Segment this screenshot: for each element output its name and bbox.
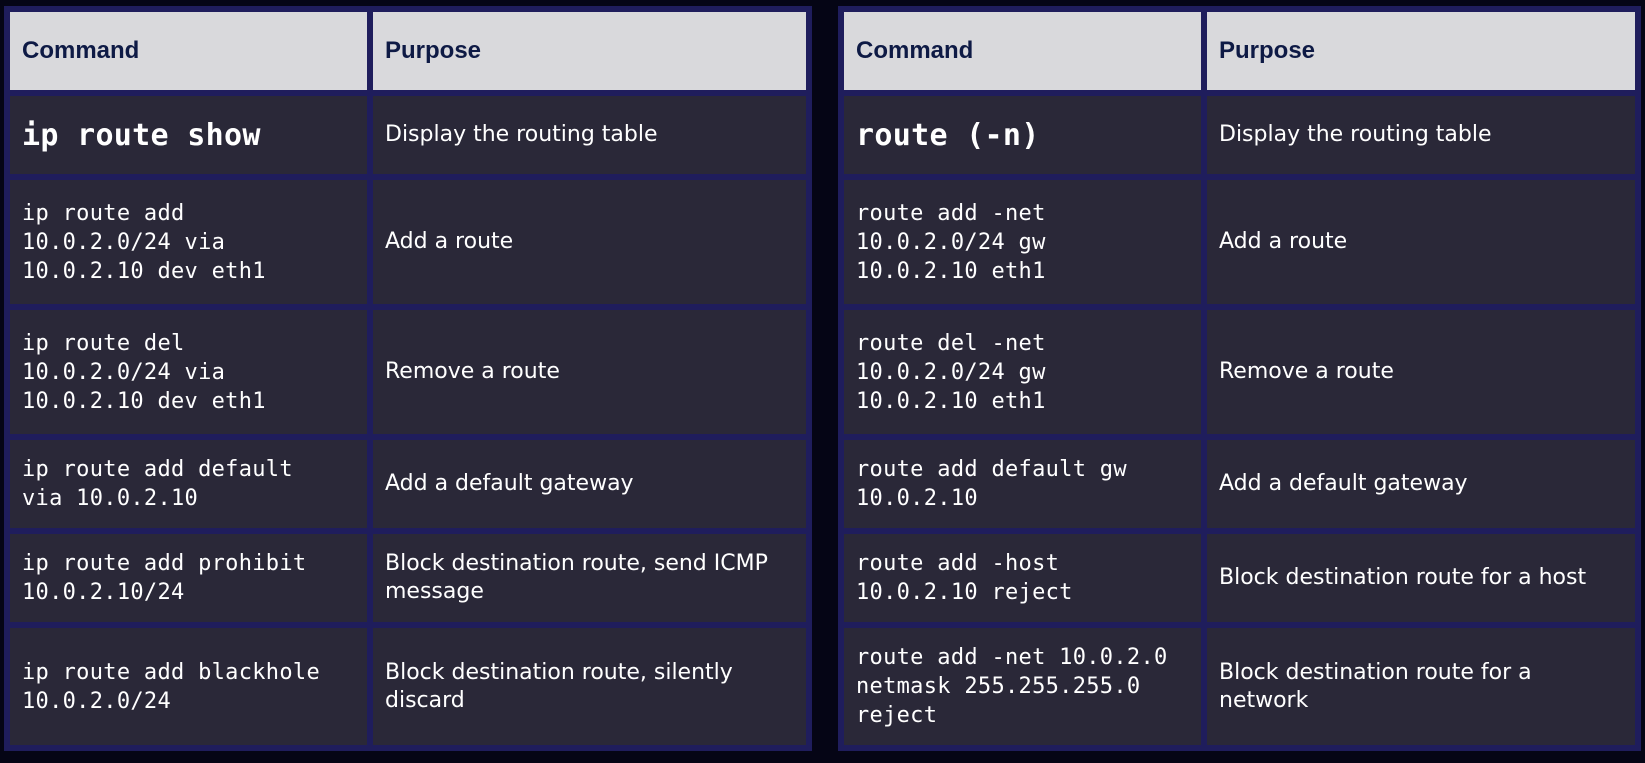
command-cell: route add -host 10.0.2.10 reject: [844, 534, 1201, 622]
command-cell: ip route add prohibit 10.0.2.10/24: [10, 534, 367, 622]
purpose-cell: Add a default gateway: [1207, 440, 1635, 528]
purpose-cell: Block destination route for a host: [1207, 534, 1635, 622]
purpose-cell: Block destination route, silently discar…: [373, 628, 806, 745]
command-cell: route add -net 10.0.2.0 netmask 255.255.…: [844, 628, 1201, 745]
purpose-cell: Block destination route, send ICMP messa…: [373, 534, 806, 622]
command-cell: route del -net 10.0.2.0/24 gw 10.0.2.10 …: [844, 310, 1201, 434]
route-command-table: Command Purpose route (-n) Display the r…: [838, 6, 1641, 751]
ip-command-grid: Command Purpose ip route show Display th…: [10, 12, 806, 745]
ip-command-table: Command Purpose ip route show Display th…: [4, 6, 812, 751]
command-cell: ip route show: [10, 96, 367, 174]
column-header-command: Command: [10, 12, 367, 90]
command-cell: ip route add default via 10.0.2.10: [10, 440, 367, 528]
purpose-cell: Add a route: [373, 180, 806, 304]
purpose-cell: Display the routing table: [373, 96, 806, 174]
command-cell: ip route add 10.0.2.0/24 via 10.0.2.10 d…: [10, 180, 367, 304]
purpose-cell: Display the routing table: [1207, 96, 1635, 174]
purpose-cell: Remove a route: [373, 310, 806, 434]
command-cell: ip route add blackhole 10.0.2.0/24: [10, 628, 367, 745]
column-header-command: Command: [844, 12, 1201, 90]
purpose-cell: Add a route: [1207, 180, 1635, 304]
column-header-purpose: Purpose: [1207, 12, 1635, 90]
command-cell: route add default gw 10.0.2.10: [844, 440, 1201, 528]
purpose-cell: Remove a route: [1207, 310, 1635, 434]
command-cell: route add -net 10.0.2.0/24 gw 10.0.2.10 …: [844, 180, 1201, 304]
command-cell: route (-n): [844, 96, 1201, 174]
column-header-purpose: Purpose: [373, 12, 806, 90]
command-cell: ip route del 10.0.2.0/24 via 10.0.2.10 d…: [10, 310, 367, 434]
purpose-cell: Block destination route for a network: [1207, 628, 1635, 745]
route-command-grid: Command Purpose route (-n) Display the r…: [844, 12, 1635, 745]
purpose-cell: Add a default gateway: [373, 440, 806, 528]
